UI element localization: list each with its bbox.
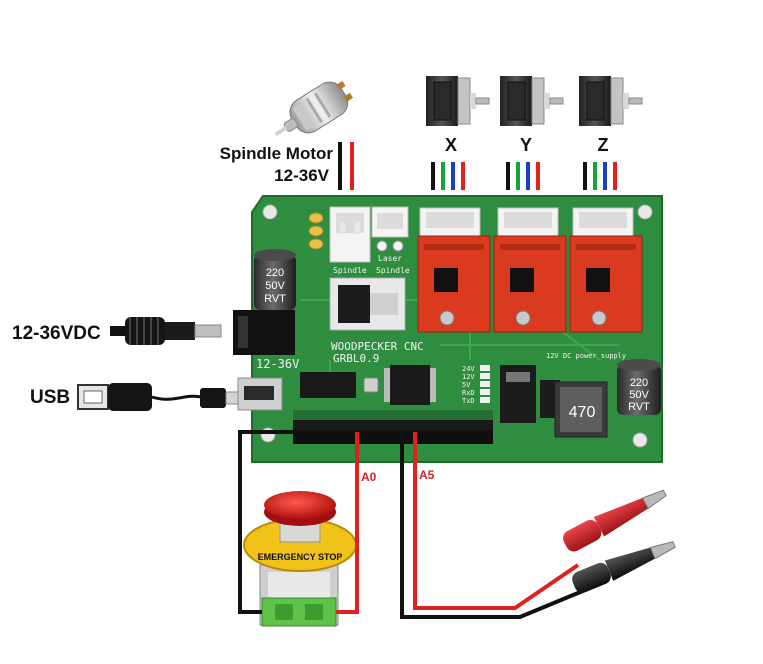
usb-socket (237, 377, 283, 411)
axis-y-label: Y (520, 135, 532, 155)
power-input-label: 12-36VDC (12, 323, 101, 344)
stepper-motor-z (579, 76, 643, 126)
cap-right-brand: RVT (628, 401, 650, 413)
dc-jack (233, 310, 295, 355)
driver-z (569, 207, 643, 333)
inductor (554, 381, 608, 438)
rail-label-5v: 5V (462, 381, 471, 389)
stepper-motor-x (426, 76, 490, 126)
capacitor-right (617, 359, 661, 415)
ceramic-capacitors (308, 212, 324, 250)
microcontroller-chip (384, 365, 436, 405)
axis-z-label: Z (598, 135, 609, 155)
dc-power-plug (110, 317, 222, 345)
cap-left-voltage: 50V (265, 280, 285, 292)
board-title-line1: WOODPECKER CNC (331, 340, 424, 353)
stepper-motor-y (500, 76, 564, 126)
spindle-wires (338, 142, 354, 190)
rail-label-rxd: RxD (462, 389, 475, 397)
pin-header (293, 410, 493, 444)
inductor-value: 470 (569, 404, 596, 421)
laser-header-label: Laser (378, 254, 402, 263)
spindle-mosfet-label: Spindle (376, 266, 410, 275)
board-title-line2: GRBL0.9 (333, 352, 379, 365)
spindle-connector (329, 206, 371, 263)
board-voltage-mark: 12-36V (256, 357, 299, 371)
cap-right-voltage: 50V (629, 389, 649, 401)
stepper-wires-y (506, 162, 540, 190)
usb-label: USB (30, 387, 70, 408)
power-supply-label: 12V DC power supply (546, 352, 626, 360)
stop-ring-label: EMERGENCY STOP (258, 552, 343, 562)
pin-a0-label: A0 (361, 470, 377, 484)
rail-leds (480, 365, 490, 403)
mosfet (329, 277, 406, 331)
cap-left-value: 220 (266, 267, 284, 279)
driver-x (417, 207, 491, 333)
rail-label-txd: TxD (462, 397, 475, 405)
laser-connector (371, 206, 409, 252)
usb-cable (77, 383, 239, 411)
cap-right-value: 220 (630, 377, 648, 389)
stepper-wires-z (583, 162, 617, 190)
probe-wires (400, 432, 591, 619)
cap-left-brand: RVT (264, 293, 286, 305)
usb-serial-chip (300, 372, 356, 398)
pin-a5-label: A5 (419, 468, 435, 482)
spindle-motor-label: Spindle Motor (220, 144, 334, 163)
capacitor-left (254, 249, 296, 310)
emergency-stop-ring-text: EMERGENCY STOP (258, 552, 343, 562)
emergency-stop-button (243, 491, 357, 627)
axis-x-label: X (445, 135, 457, 155)
stepper-wires-x (431, 162, 465, 190)
rail-label-12v: 12V (462, 373, 475, 381)
spindle-motor-image (274, 80, 353, 137)
alligator-clip-black (572, 541, 676, 593)
regulator (500, 365, 536, 423)
rail-label-24v: 24V (462, 365, 475, 373)
estop-wires (238, 430, 359, 614)
spindle-voltage-label: 12-36V (274, 166, 329, 185)
crystal (363, 377, 379, 393)
alligator-clip-red (563, 489, 667, 552)
spindle-header-label: Spindle (333, 266, 367, 275)
driver-y (493, 207, 567, 333)
